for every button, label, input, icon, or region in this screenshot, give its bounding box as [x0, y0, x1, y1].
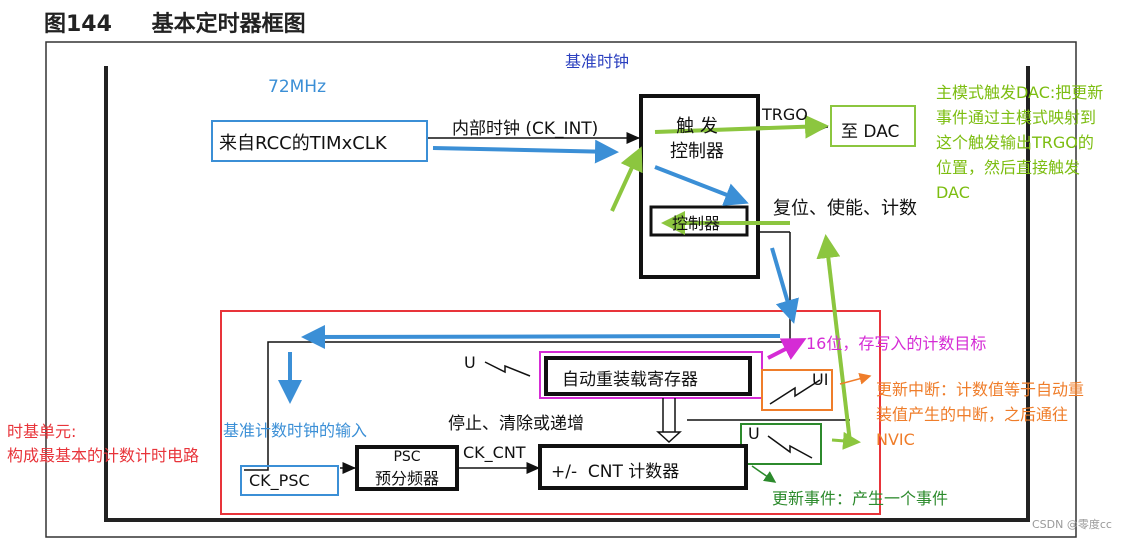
internal-clock-label: 内部时钟 (CK_INT)	[452, 119, 599, 139]
auto-reload-block	[544, 356, 752, 396]
figure-number: 图144	[44, 12, 112, 37]
controller-label: 控制器	[672, 214, 721, 233]
cnt-block	[538, 444, 748, 490]
figure-title: 图144 基本定时器框图	[44, 6, 306, 38]
reset-enable-count-label: 复位、使能、计数	[773, 198, 917, 219]
time-base-note: 时基单元: 构成最基本的计数计时电路	[7, 422, 200, 465]
update-event-note: 更新事件：产生一个事件	[772, 489, 949, 508]
freq-label: 72MHz	[268, 77, 327, 97]
time-base-box	[220, 310, 881, 515]
dac-note: 主模式触发DAC:把更新 事件通过主模式映射到 这个触发输出TRGO的 位置，然…	[936, 83, 1104, 202]
u-left-label: U	[464, 353, 476, 372]
ck-psc-box	[240, 465, 339, 496]
rcc-box	[211, 120, 428, 162]
u-mid-label: U	[748, 424, 760, 443]
figure-caption: 基本定时器框图	[151, 12, 306, 37]
interrupt-note: 更新中断：计数值等于自动重 装值产生的中断，之后通往 NVIC	[876, 380, 1085, 449]
rcc-source-label: 来自RCC的TIMxCLK	[219, 133, 387, 154]
auto-reload-label: 自动重装载寄存器	[562, 370, 698, 390]
bit16-note: 16位，存写入的计数目标	[806, 334, 987, 353]
cnt-label: +/- CNT 计数器	[551, 462, 680, 482]
to-dac-label: 至 DAC	[841, 122, 900, 142]
watermark: CSDN @零度cc	[1032, 518, 1112, 531]
psc-label-1: PSC	[393, 449, 421, 465]
inner-frame	[104, 66, 1030, 522]
trigger-controller-label: 触 发 控制器	[670, 116, 724, 162]
dac-box	[830, 105, 916, 147]
outer-frame	[45, 41, 1077, 538]
ck-cnt-label: CK_CNT	[463, 443, 526, 462]
psc-label-2: 预分频器	[374, 469, 439, 488]
ui-label: UI	[812, 370, 829, 389]
ck-psc-label: CK_PSC	[249, 471, 310, 490]
stop-clear-label: 停止、清除或递增	[448, 414, 584, 434]
trgo-label: TRGO	[762, 105, 808, 124]
clock-input-note: 基准计数时钟的输入	[223, 421, 368, 440]
ui-box	[761, 369, 833, 411]
base-clock-label: 基准时钟	[565, 52, 630, 71]
